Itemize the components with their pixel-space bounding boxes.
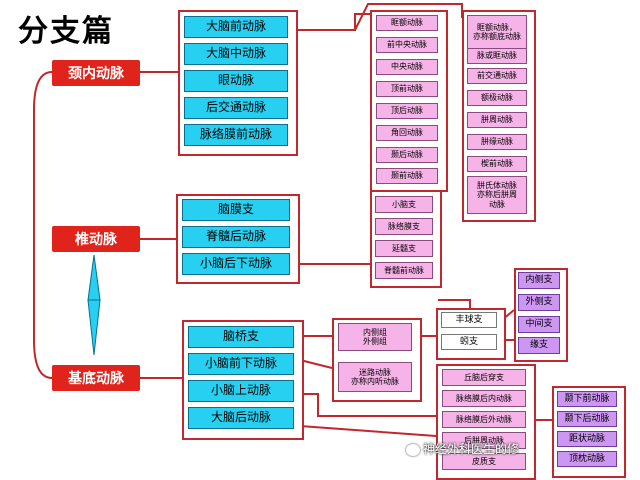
basilar-branch: 脑桥支: [188, 326, 294, 348]
aica-branch: 迷路动脉 亦称内听动脉: [338, 362, 412, 392]
pca-branch: 脉络膜后内动脉: [442, 390, 526, 407]
page-title: 分支篇: [18, 14, 114, 49]
aca-branch: 胼氏体动脉 亦称后胼周 动脉: [467, 176, 527, 214]
aca-branch: 脉或眶动脉: [467, 48, 527, 64]
aca-branch: 眶额动脉， 亦称额底动脉: [467, 15, 527, 49]
lavender-branch: 内侧支: [518, 272, 560, 289]
watermark-text: 神经外科医生的修: [423, 442, 520, 456]
pica-branch: 小脑支: [375, 196, 433, 213]
mca-branch: 顶前动脉: [376, 81, 438, 97]
mca-branch: 前中央动脉: [376, 37, 438, 53]
carotid-branch: 脉络膜前动脉: [184, 124, 288, 146]
pca-branch: 后胼周动脉: [442, 432, 526, 449]
pica-branch: 脊髓前动脉: [375, 262, 433, 279]
mca-branch: 颞后动脉: [376, 147, 438, 163]
vertebral-branch: 脑膜支: [182, 199, 290, 221]
carotid-branch: 眼动脉: [184, 70, 288, 92]
carotid-branch: 大脑中动脉: [184, 43, 288, 65]
aca-branch: 前交通动脉: [467, 68, 527, 84]
pca-branch: 脉络膜后外动脉: [442, 411, 526, 428]
cortical-branch: 颞下后动脉: [557, 411, 617, 427]
basilar-branch: 大脑后动脉: [188, 407, 294, 429]
pica-branch: 延髓支: [375, 240, 433, 257]
mca-branch: 顶后动脉: [376, 103, 438, 119]
pica-branch: 脉络膜支: [375, 218, 433, 235]
wechat-icon: [406, 443, 420, 456]
vertebral-branch: 脊髓后动脉: [182, 226, 290, 248]
carotid-branch: 后交通动脉: [184, 97, 288, 119]
aica-branch: 内侧组 外侧组: [338, 323, 412, 351]
aca-branch: 胼缘动脉: [467, 134, 527, 150]
aca-branch: 楔前动脉: [467, 156, 527, 172]
mca-branch: 角回动脉: [376, 125, 438, 141]
mca-branch: 颞前动脉: [376, 168, 438, 184]
mca-branch: 眶额动脉: [376, 15, 438, 31]
pons-branch: 蚓支: [441, 334, 497, 350]
aca-branch: 胼周动脉: [467, 112, 527, 128]
carotid-branch: 大脑前动脉: [184, 16, 288, 38]
aca-branch: 额极动脉: [467, 90, 527, 106]
vertebral-branch: 小脑后下动脉: [182, 253, 290, 275]
cortical-branch: 距状动脉: [557, 431, 617, 447]
basilar-branch: 小脑前下动脉: [188, 353, 294, 375]
basilar-root: 基底动脉: [52, 365, 140, 391]
cortical-branch: 颞下前动脉: [557, 391, 617, 407]
mca-branch: 中央动脉: [376, 59, 438, 75]
vertebral-root: 椎动脉: [52, 226, 140, 252]
pca-branch: 丘脑后穿支: [442, 369, 526, 386]
pons-branch: 丰球支: [441, 312, 497, 328]
basilar-branch: 小脑上动脉: [188, 380, 294, 402]
lavender-branch: 缘支: [518, 337, 560, 354]
pca-branch: 皮质支: [442, 453, 526, 470]
watermark: 神经外科医生的修: [406, 440, 519, 457]
lavender-branch: 外侧支: [518, 294, 560, 311]
cortical-branch: 顶枕动脉: [557, 451, 617, 467]
carotid-root: 颈内动脉: [52, 60, 140, 86]
lavender-branch: 中间支: [518, 316, 560, 333]
